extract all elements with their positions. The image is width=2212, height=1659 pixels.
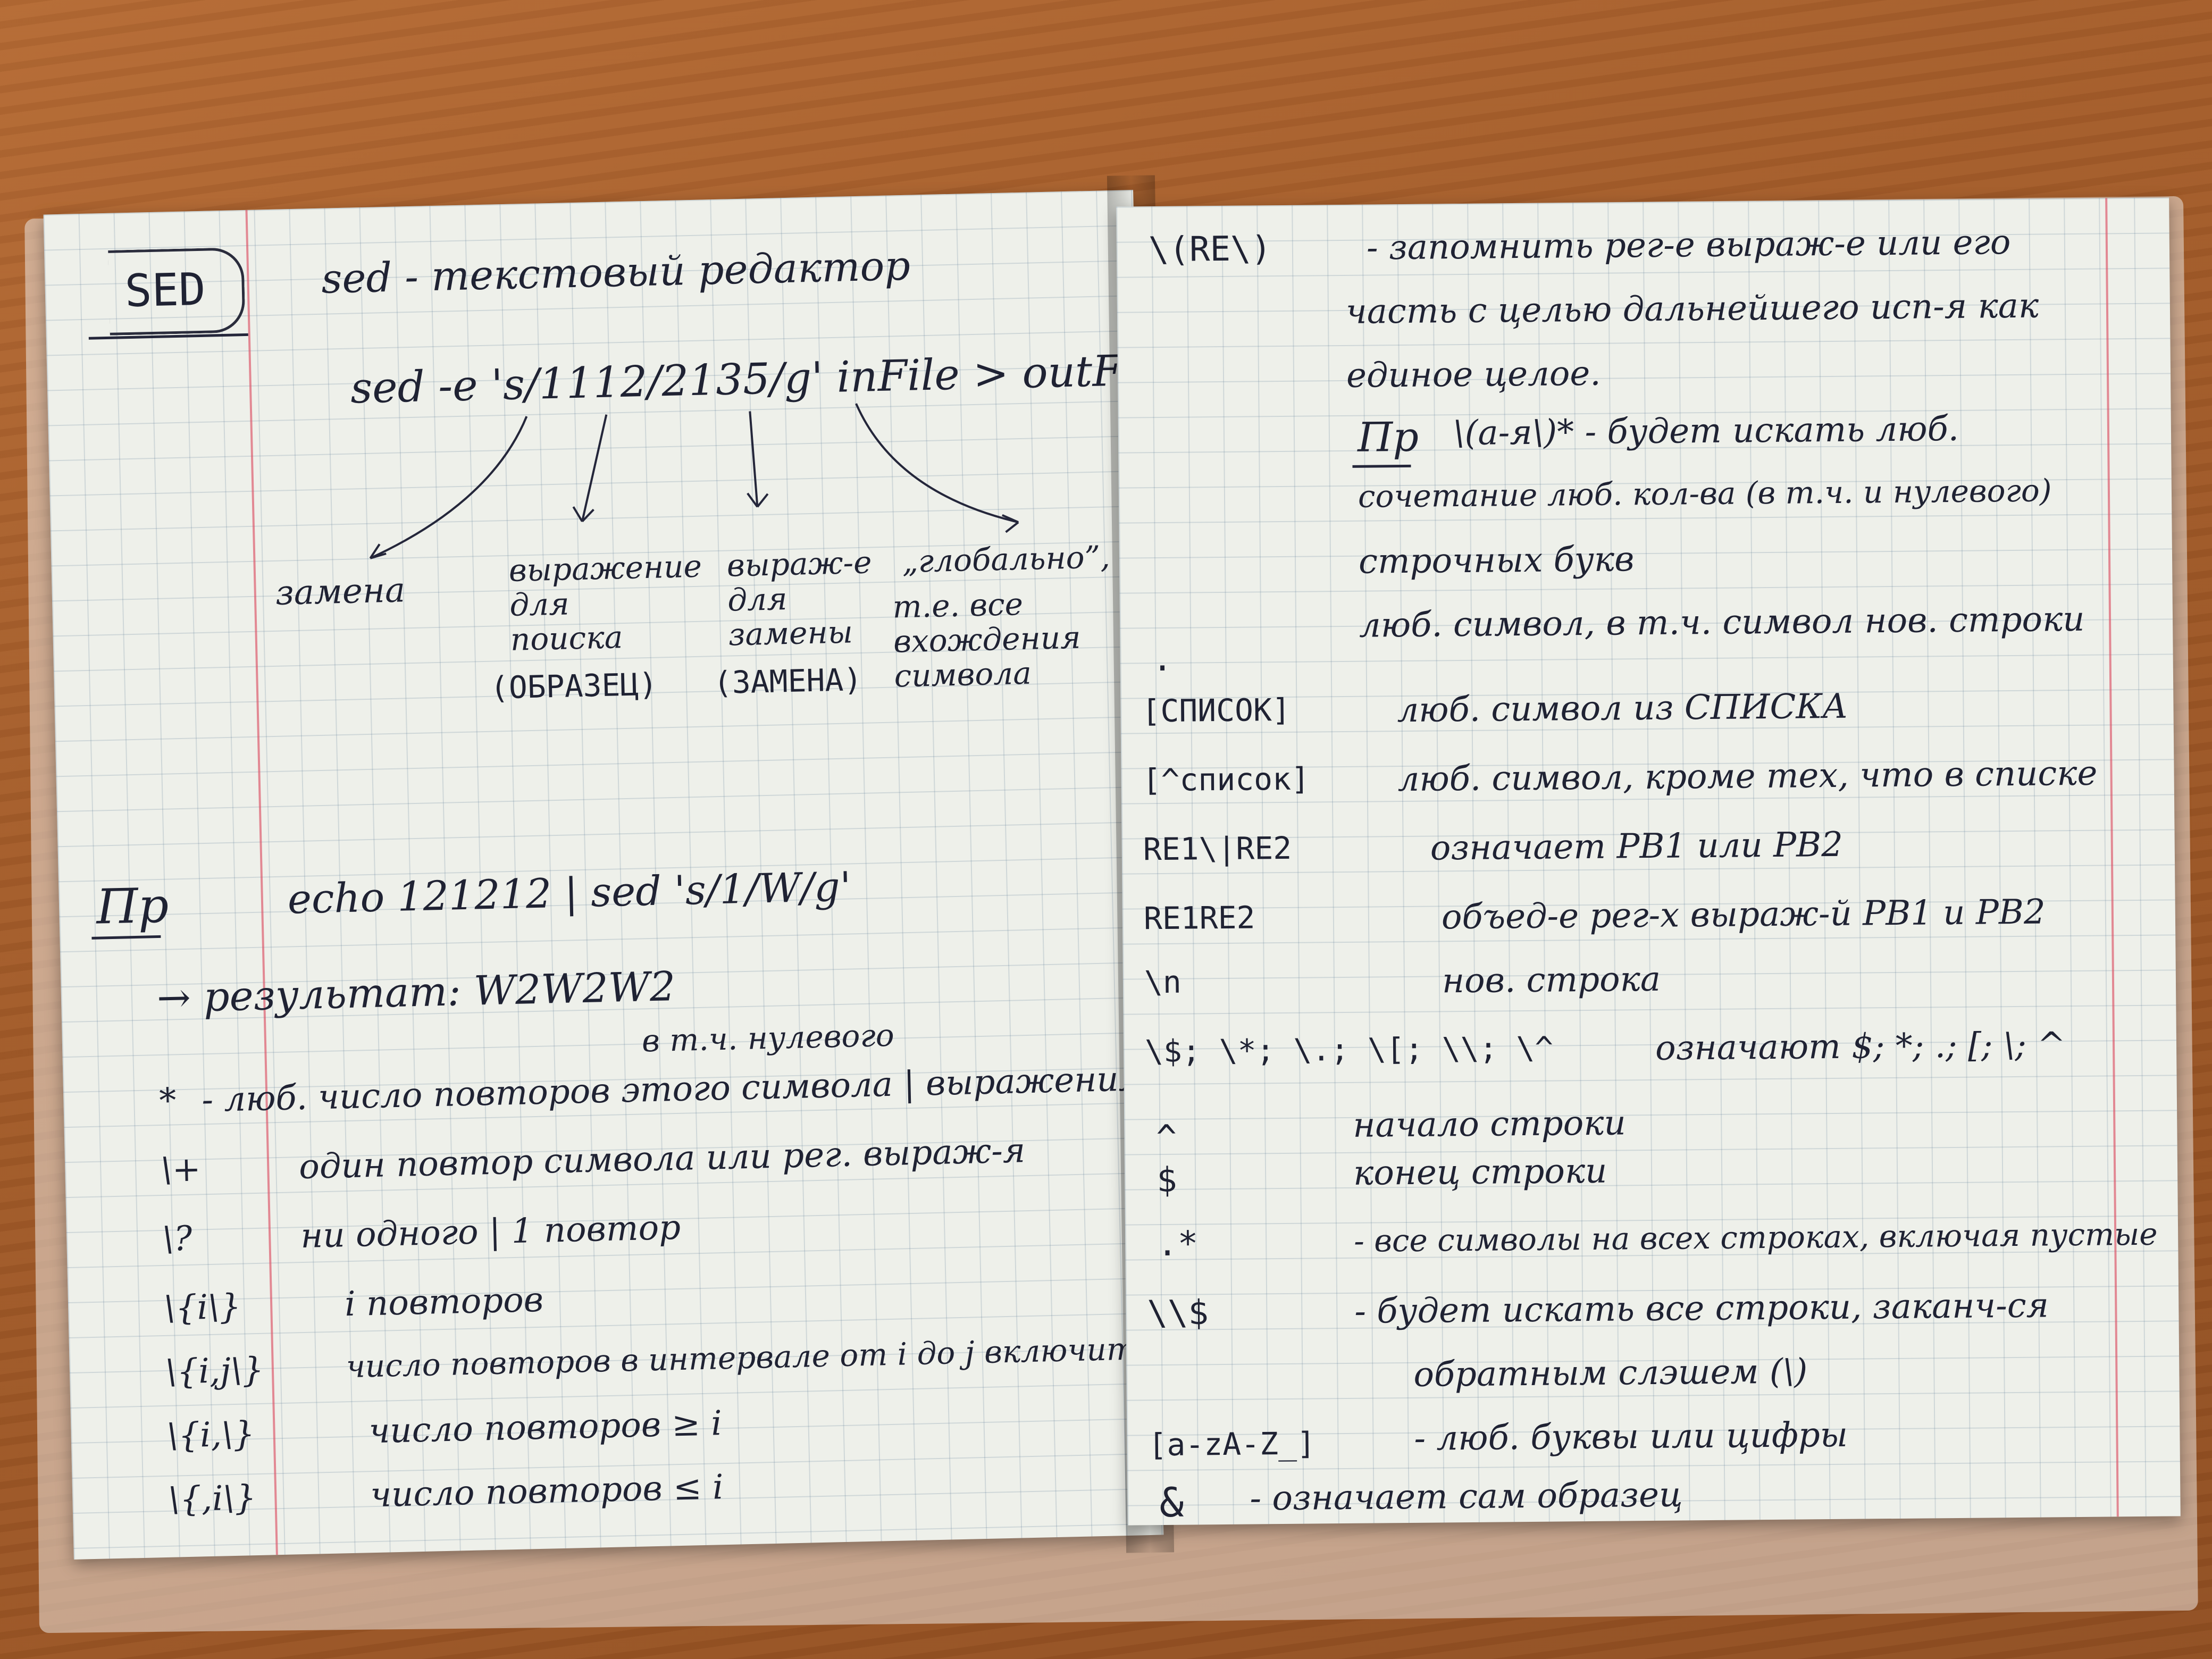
entry-sym-ampersand: &	[1159, 1478, 1184, 1526]
entry-desc-escapes: означают $; *; .; [; \; ^	[1655, 1025, 2066, 1068]
entry-desc-backslash-end: - будет искать все строки, заканч-ся	[1354, 1286, 2049, 1331]
entry-sym-concat: RE1RE2	[1143, 899, 1255, 937]
entry-desc-neglist: люб. символ, кроме тех, что в списке	[1397, 753, 2098, 800]
label-replacement-2: для	[727, 581, 788, 618]
margin-line	[2105, 198, 2119, 1517]
example-underline	[91, 935, 161, 940]
entry-desc-backslash-end-cont: обратным слэшем (\)	[1413, 1352, 1808, 1395]
example-command: echo 121212 | sed 's/1/W/g'	[287, 862, 852, 923]
entry-sym-backslash-end: \\$	[1147, 1293, 1209, 1334]
label-global-4: символа	[893, 655, 1032, 694]
example-result: → результат: W2W2W2	[156, 962, 676, 1022]
label-replacement-1: выраж-е	[726, 544, 873, 584]
quant-sym-3: \?	[162, 1219, 193, 1259]
entry-sym-dotstar: .*	[1157, 1224, 1199, 1264]
entry-sym-dot: .	[1152, 639, 1173, 680]
quant-desc-3: ни одного | 1 повтор	[300, 1208, 681, 1256]
entry-sym-dollar: $	[1156, 1160, 1178, 1201]
entry-desc-ampersand: - означает сам образец	[1250, 1475, 1683, 1519]
quant-desc-6: число повторов ≥ i	[368, 1404, 723, 1452]
quant-sym-4: \{i\}	[163, 1287, 242, 1328]
example-label: Пр	[95, 877, 170, 935]
entry-sym-or: RE1\|RE2	[1143, 830, 1292, 868]
entry-sym-escapes: \$; \*; \.; \[; \\; \^	[1144, 1029, 1554, 1070]
quant-sym-7: \{,i\}	[167, 1478, 257, 1520]
left-notebook-page: SED sed - текстовый редактор sed -e 's/1…	[43, 190, 1164, 1560]
right-example: \(а-я\)* - будет искать люб.	[1453, 409, 1959, 454]
label-replacement-3: замены	[728, 614, 853, 653]
entry-sym-newline: \n	[1144, 963, 1182, 1001]
right-example-cont-2: строчных букв	[1358, 540, 1635, 582]
quant-desc-1: - люб. число повторов этого символа | вы…	[201, 1059, 1142, 1120]
label-pattern-4: (ОБРАЗЕЦ)	[490, 666, 658, 706]
entry-sym-list: [СПИСОК]	[1142, 691, 1291, 730]
quant-sym-6: \{i,\}	[166, 1414, 255, 1456]
entry-sym-neglist: [^список]	[1142, 760, 1310, 799]
quant-desc-2: один повтор символа или рег. выраж-я	[298, 1131, 1026, 1187]
label-pattern-2: для	[509, 585, 570, 623]
label-replace: замена	[274, 571, 406, 613]
quant-sym-1: *	[158, 1081, 177, 1121]
right-example-label: Пр	[1357, 413, 1419, 461]
quant-desc-5: число повторов в интервале от i до j вкл…	[346, 1328, 1164, 1385]
entry-sym-caret: ^	[1156, 1118, 1177, 1158]
label-pattern-3: поиска	[510, 619, 623, 658]
group-symbol: \(RE\)	[1148, 229, 1272, 270]
label-pattern-1: выражение	[508, 548, 702, 589]
entry-desc-newline: нов. строка	[1442, 959, 1661, 1001]
label-global-3: вхождения	[893, 619, 1082, 660]
quant-desc-4: i повторов	[344, 1280, 544, 1325]
entry-desc-dotstar: - все символы на всех строках, включая п…	[1353, 1216, 2158, 1259]
quant-desc-7: число повторов ≤ i	[370, 1468, 724, 1515]
group-desc-3: единое целое.	[1346, 354, 1601, 396]
entry-desc-list: люб. символ из СПИСКА	[1397, 686, 1848, 731]
group-desc-1: - запомнить рег-е выраж-е или его	[1366, 223, 2011, 268]
label-replacement-4: (ЗАМЕНА)	[713, 661, 862, 701]
entry-sym-class: [a-zA-Z_]	[1148, 1425, 1316, 1463]
entry-desc-dollar: конец строки	[1353, 1151, 1607, 1193]
annotation-arrows	[369, 403, 1019, 559]
dot-description: люб. символ, в т.ч. символ нов. строки	[1359, 599, 2085, 646]
quant-sym-5: \{i,j\}	[165, 1350, 265, 1392]
entry-desc-class: - люб. буквы или цифры	[1414, 1415, 1848, 1459]
entry-desc-caret: начало строки	[1352, 1103, 1626, 1145]
entry-desc-or: означает РВ1 или РВ2	[1430, 825, 1844, 868]
label-global-2: т.е. все	[892, 585, 1024, 625]
note-including-zero: в т.ч. нулевого	[641, 1017, 895, 1059]
entry-desc-concat: объед-е рег-х выраж-й РВ1 и РВ2	[1441, 892, 2046, 937]
label-global-1: „глобально”,	[902, 539, 1111, 580]
right-example-underline	[1352, 464, 1411, 468]
right-example-cont-1: сочетание люб. кол-ва (в т.ч. и нулевого…	[1358, 472, 2052, 515]
quant-sym-2: \+	[160, 1150, 202, 1191]
right-notebook-page: \(RE\) - запомнить рег-е выраж-е или его…	[1116, 197, 2181, 1526]
group-desc-2: часть с целью дальнейшего исп-я как	[1345, 286, 2039, 332]
